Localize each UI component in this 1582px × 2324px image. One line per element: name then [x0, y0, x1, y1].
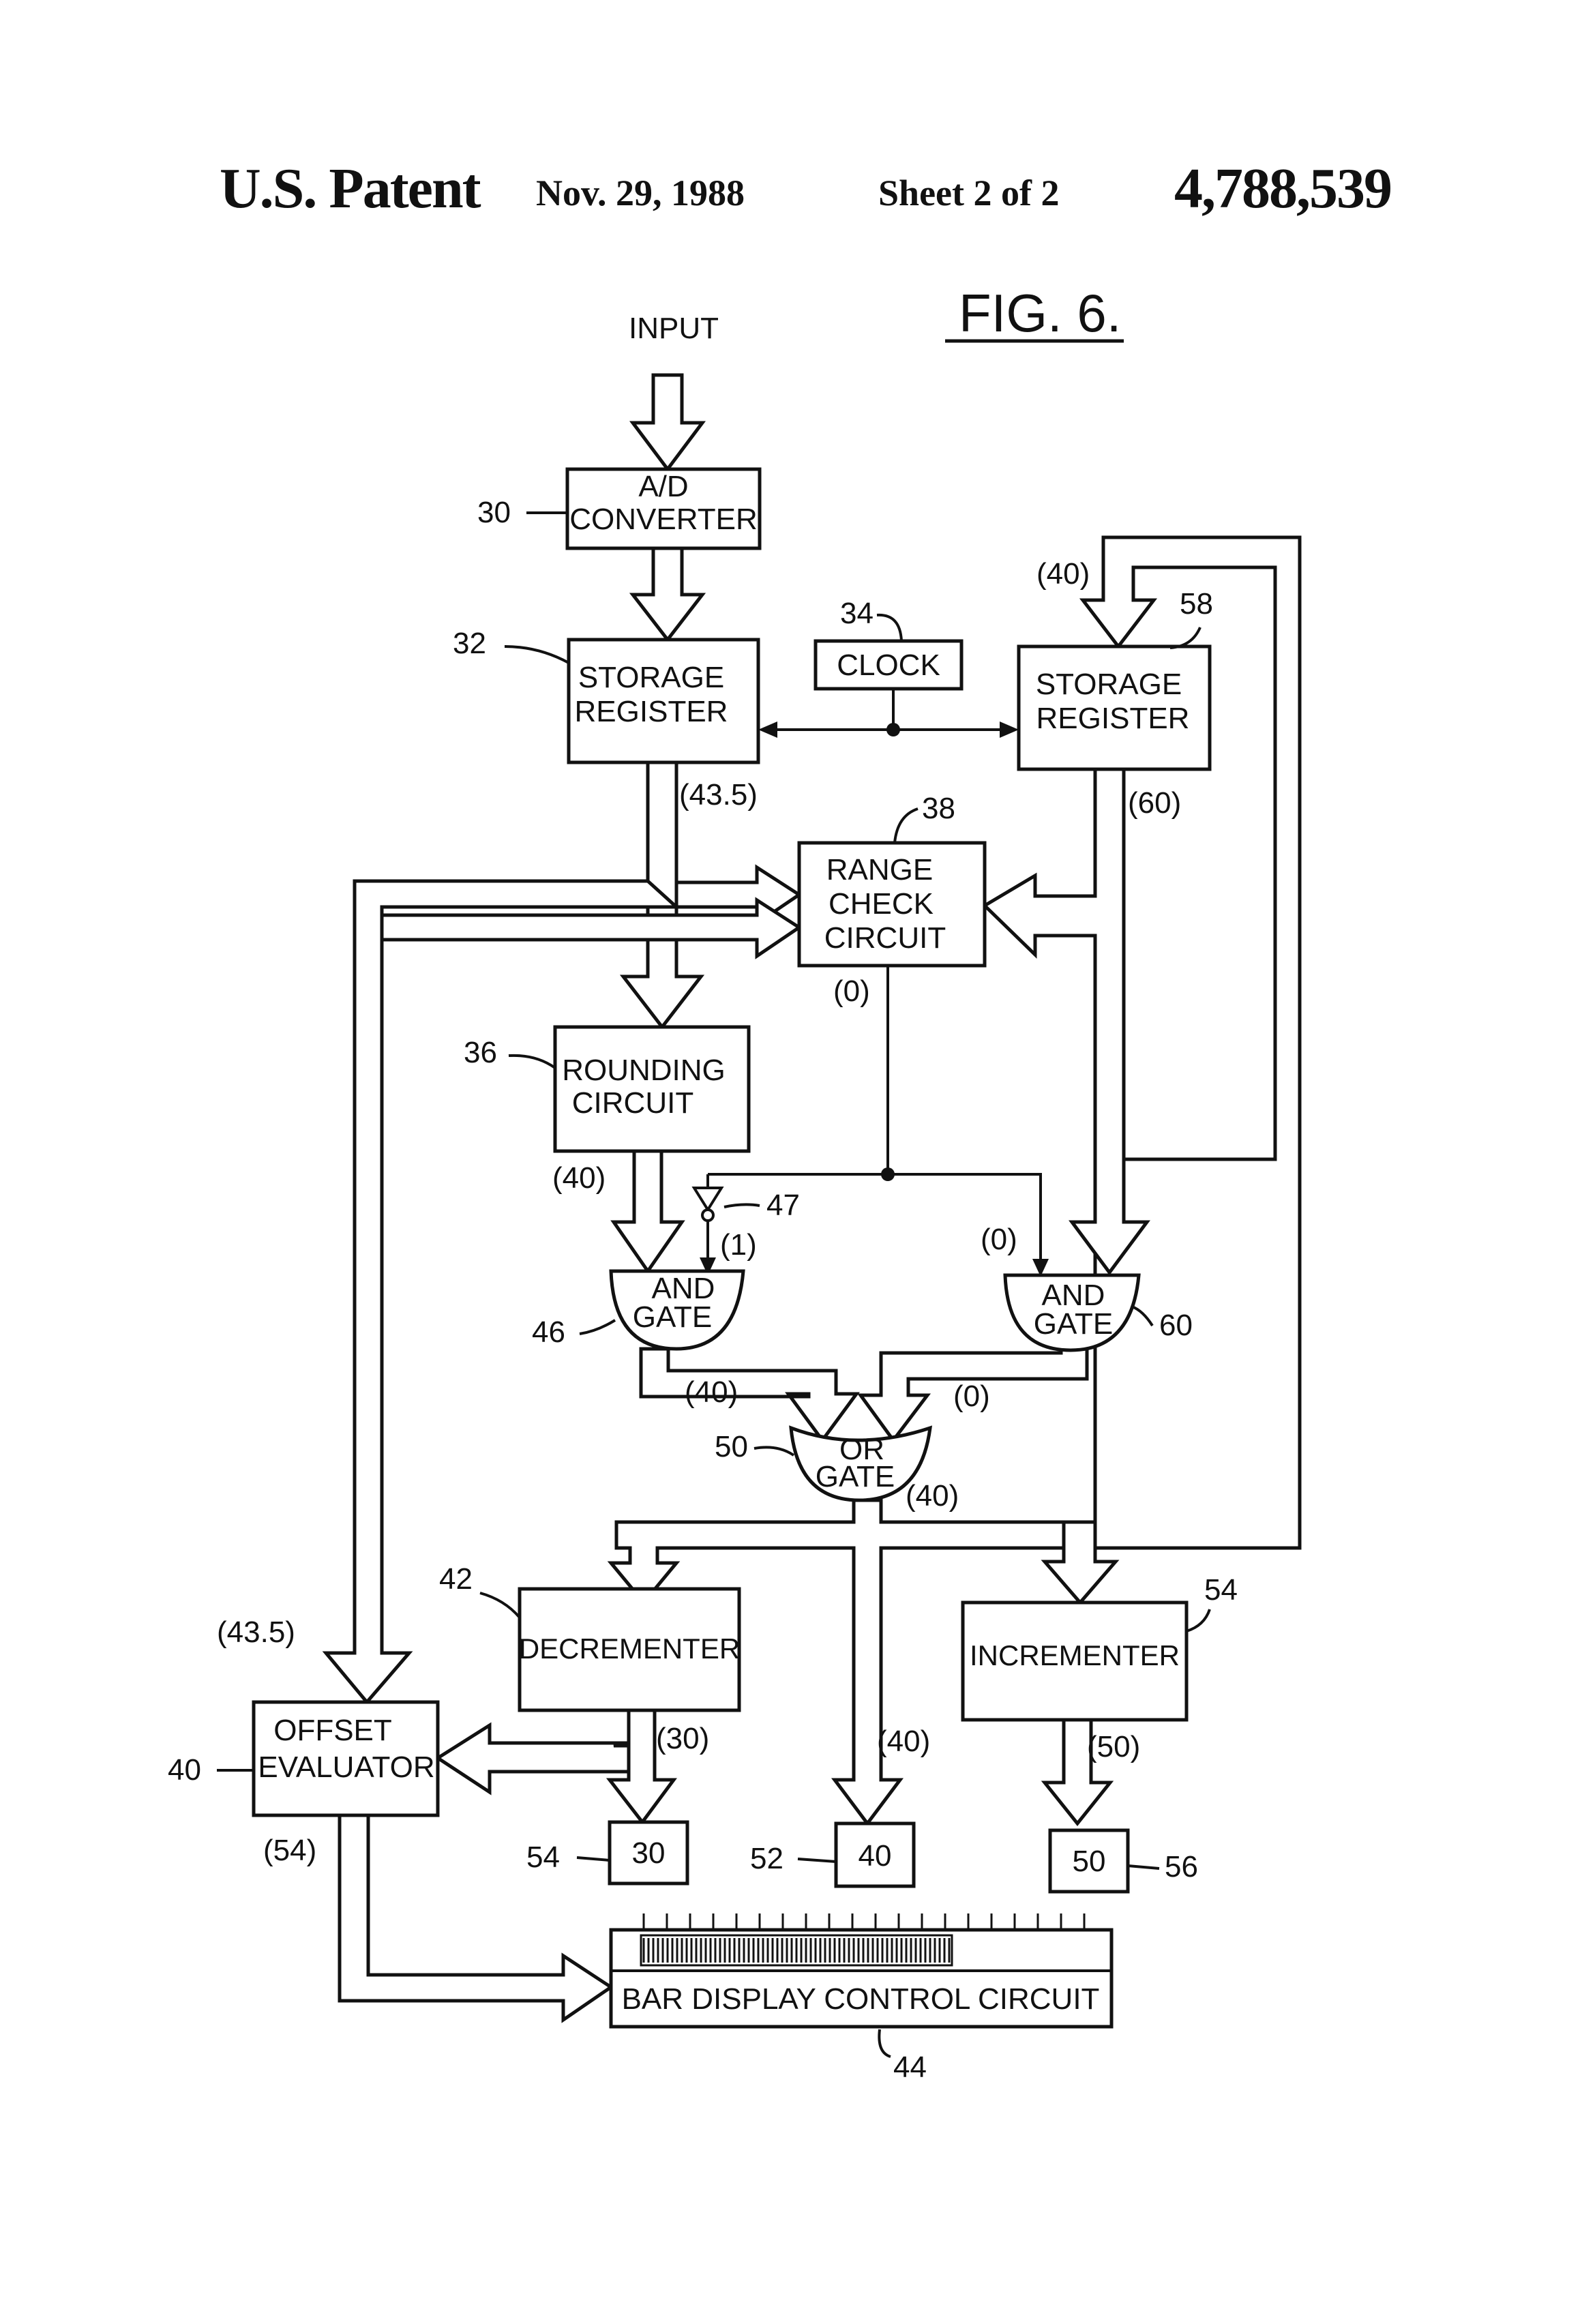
lead-36	[509, 1056, 555, 1068]
ref-52: 52	[750, 1842, 783, 1875]
incrementer-block: INCREMENTER	[963, 1603, 1186, 1720]
lead-34	[877, 615, 901, 641]
lead-44	[879, 2029, 891, 2057]
clock-junction	[886, 723, 900, 736]
lead-47	[724, 1204, 760, 1207]
val-inverter-out: (1)	[720, 1228, 757, 1262]
and46-line2: GATE	[633, 1300, 713, 1334]
ref-56: 56	[1165, 1850, 1198, 1883]
lead-46	[580, 1320, 615, 1334]
range-junction	[881, 1167, 895, 1181]
range-line1: RANGE	[826, 853, 933, 887]
val-and60-out: (0)	[953, 1380, 990, 1413]
ad-converter-line2: CONVERTER	[569, 503, 757, 536]
ad-converter-block: A/D CONVERTER	[567, 469, 760, 548]
ref-42: 42	[439, 1562, 473, 1596]
ref-60: 60	[1159, 1309, 1193, 1342]
display-52-block: 40	[836, 1823, 914, 1886]
ref-40: 40	[168, 1753, 201, 1787]
bar-scale-ticks	[644, 1913, 1084, 1930]
incrementer-label: INCREMENTER	[970, 1639, 1180, 1671]
bus-dec-to-offset	[438, 1725, 629, 1792]
offset-line1: OFFSET	[273, 1714, 392, 1747]
val-and60-in: (0)	[981, 1223, 1017, 1256]
ref-32: 32	[453, 627, 486, 660]
offset-evaluator-block: OFFSET EVALUATOR	[254, 1702, 438, 1815]
bus-sr58-to-range-and60	[985, 769, 1147, 1272]
rounding-line2: CIRCUIT	[572, 1086, 693, 1120]
sr58-line1: STORAGE	[1036, 668, 1182, 701]
bus-rounding-to-and46	[614, 1151, 682, 1271]
val-range-out: (0)	[833, 974, 870, 1008]
rounding-circuit-block: ROUNDING CIRCUIT	[555, 1027, 749, 1151]
and60-line2: GATE	[1034, 1307, 1114, 1341]
ad-converter-line1: A/D	[638, 470, 688, 503]
val-or-out: (40)	[906, 1479, 959, 1513]
clock-arrow-right	[1000, 721, 1019, 738]
inverter-47-bubble	[702, 1210, 713, 1221]
bus-input	[633, 375, 702, 469]
display-54-block: 30	[610, 1822, 687, 1883]
ref-50: 50	[715, 1430, 748, 1463]
ref-54-display: 54	[526, 1841, 560, 1874]
decrementer-block: DECREMENTER	[519, 1589, 740, 1710]
bus-offset-to-bar	[340, 1815, 611, 2020]
bus-and46-to-or	[641, 1349, 856, 1440]
bar-display-label: BAR DISPLAY CONTROL CIRCUIT	[622, 1982, 1100, 2016]
offset-line2: EVALUATOR	[258, 1751, 434, 1784]
inverter-47-triangle	[694, 1188, 721, 1210]
val-sr58-in: (40)	[1036, 557, 1090, 591]
ref-38: 38	[922, 792, 955, 825]
ref-44: 44	[893, 2051, 927, 2084]
ref-36: 36	[464, 1036, 497, 1069]
ref-47: 47	[766, 1189, 800, 1222]
display-56-value: 50	[1073, 1845, 1106, 1878]
storage-register-32-block: STORAGE REGISTER	[569, 640, 758, 762]
lead-42	[480, 1593, 520, 1618]
clock-label: CLOCK	[837, 649, 940, 682]
bus-ad-to-sr32	[633, 548, 702, 640]
lead-54-display	[577, 1858, 610, 1860]
display-52-value: 40	[859, 1839, 892, 1873]
storage-register-58-block: STORAGE REGISTER	[1019, 646, 1210, 769]
display-54-value: 30	[632, 1836, 666, 1870]
ref-54-inc: 54	[1204, 1573, 1238, 1607]
display-56-block: 50	[1050, 1830, 1128, 1892]
clock-block: CLOCK	[816, 641, 961, 689]
clock-arrow-left	[758, 721, 777, 738]
or-line2: GATE	[816, 1460, 895, 1493]
and-gate-46: AND GATE	[611, 1271, 743, 1349]
val-dec-out: (30)	[656, 1722, 709, 1755]
decrementer-label: DECREMENTER	[519, 1633, 740, 1665]
ref-46: 46	[532, 1315, 565, 1349]
lead-54-inc	[1186, 1609, 1210, 1631]
sr58-line2: REGISTER	[1036, 702, 1190, 735]
val-direct-out: (40)	[877, 1725, 930, 1758]
val-and46-out: (40)	[685, 1375, 738, 1409]
sr32-line2: REGISTER	[575, 695, 728, 728]
range-line2: CHECK	[829, 887, 934, 921]
val-rounding-out: (40)	[552, 1161, 606, 1195]
input-label: INPUT	[629, 312, 719, 345]
val-offset-in: (43.5)	[217, 1615, 295, 1649]
bar-display-block: BAR DISPLAY CONTROL CIRCUIT	[611, 1913, 1111, 2027]
lead-56	[1128, 1866, 1159, 1868]
val-sr58-out: (60)	[1128, 786, 1181, 820]
lead-52	[798, 1859, 836, 1862]
rounding-line1: ROUNDING	[562, 1054, 726, 1087]
sr32-line1: STORAGE	[578, 661, 724, 694]
val-offset-out: (54)	[263, 1834, 316, 1867]
range-line3: CIRCUIT	[824, 921, 946, 955]
lead-38	[895, 809, 918, 843]
val-sr32-out: (43.5)	[679, 778, 758, 811]
val-inc-out: (50)	[1087, 1730, 1140, 1763]
lead-50	[754, 1447, 794, 1455]
ref-30: 30	[477, 496, 511, 529]
ref-34: 34	[840, 597, 874, 630]
range-check-block: RANGE CHECK CIRCUIT	[799, 843, 985, 966]
ref-58: 58	[1180, 587, 1213, 621]
lead-32	[505, 646, 569, 663]
figure-label: FIG. 6.	[959, 283, 1121, 343]
